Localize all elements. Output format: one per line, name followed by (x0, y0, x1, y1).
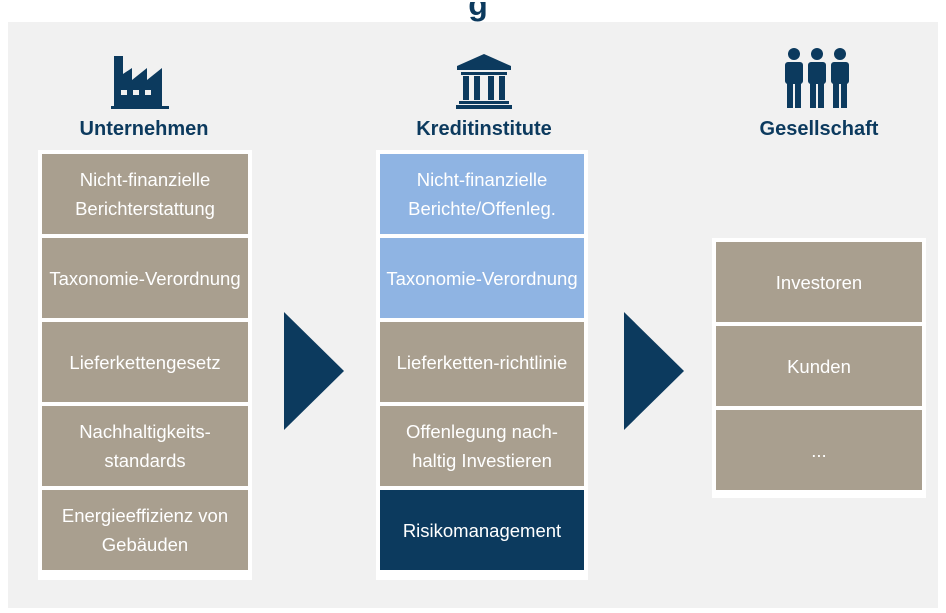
column-kreditinstitute-stack: Nicht-finanzielle Berichte/Offenleg. Tax… (376, 150, 588, 580)
list-item: Lieferkettengesetz (42, 322, 248, 402)
list-item: Taxonomie-Verordnung (380, 238, 584, 318)
people-icon (785, 48, 849, 108)
list-item: Investoren (716, 242, 922, 322)
factory-icon (111, 56, 169, 109)
column-heading-gesellschaft: Gesellschaft (759, 118, 879, 140)
column-heading-kreditinstitute: Kreditinstitute (416, 118, 552, 140)
column-gesellschaft-stack: Investoren Kunden ... (712, 238, 926, 498)
list-item: Nicht-finanzielle Berichterstattung (42, 154, 248, 234)
column-heading-unternehmen: Unternehmen (79, 118, 209, 140)
diagram-panel: g Unternehmen Nicht-finanzielle Berichte… (8, 2, 938, 608)
arrow-right-icon (624, 312, 684, 430)
arrow-right-icon (284, 312, 344, 430)
list-item: Offenlegung nach-haltig Investieren (380, 406, 584, 486)
list-item: Risikomanagement (380, 490, 584, 570)
column-unternehmen-stack: Nicht-finanzielle Berichterstattung Taxo… (38, 150, 252, 580)
diagram-title: g (468, 2, 488, 22)
list-item: Taxonomie-Verordnung (42, 238, 248, 318)
list-item: Kunden (716, 326, 922, 406)
bank-icon (456, 54, 512, 109)
list-item: Lieferketten-richtlinie (380, 322, 584, 402)
list-item: Nicht-finanzielle Berichte/Offenleg. (380, 154, 584, 234)
list-item: Nachhaltigkeits-standards (42, 406, 248, 486)
list-item: Energieeffizienz von Gebäuden (42, 490, 248, 570)
list-item: ... (716, 410, 922, 490)
